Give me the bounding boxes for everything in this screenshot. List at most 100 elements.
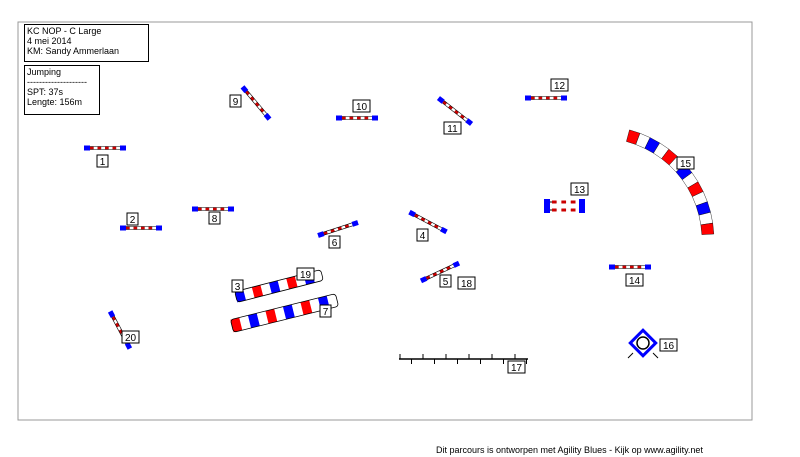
hurdle-12-stripe (538, 96, 543, 100)
hurdle-8-wing (228, 206, 234, 212)
number-box (439, 274, 452, 288)
hurdle-9-stripe (262, 110, 267, 116)
number-label-7: 7 (319, 304, 332, 318)
number-label-18: 18 (457, 276, 476, 290)
double-hurdle-13-stripe (570, 200, 576, 204)
tire-16-frame (628, 328, 658, 358)
number-box (121, 330, 140, 344)
hurdle-9-edge (244, 92, 265, 116)
hurdle-12-stripe (542, 96, 546, 100)
hurdle-14-stripe (641, 265, 645, 269)
number-label-3: 3 (231, 279, 244, 293)
hurdle-4-stripe (423, 218, 429, 224)
number-text: 8 (212, 214, 218, 225)
number-text: 9 (233, 97, 239, 108)
hurdle-4-stripe (417, 215, 423, 220)
hurdle-10-stripe (357, 116, 361, 120)
number-text: 2 (130, 215, 136, 226)
hurdle-1-stripe (116, 146, 120, 150)
hurdle-12-stripe (553, 96, 558, 100)
hurdle-9-stripe (252, 99, 258, 104)
hurdle-2 (120, 225, 162, 231)
hurdle-2-wing (156, 225, 162, 231)
hurdle-9-stripe (250, 96, 255, 102)
number-box (659, 338, 678, 352)
hurdle-10-stripe (360, 116, 365, 120)
class-name: Jumping (27, 67, 62, 77)
info-box: Jumping -------------------- SPT: 37s Le… (24, 65, 100, 115)
number-label-5: 5 (439, 274, 452, 288)
tunnel-3-19-segment (243, 287, 255, 301)
double-hurdle-13-wing (544, 199, 550, 213)
hurdle-1-stripe (93, 146, 98, 150)
number-box (231, 279, 244, 293)
hurdle-20-stripe (111, 316, 117, 321)
number-box (208, 211, 221, 225)
hurdle-4-stripe (427, 220, 433, 226)
hurdle-2-stripe (148, 226, 153, 230)
number-text: 18 (461, 279, 473, 290)
double-hurdle-13-stripe (561, 200, 567, 204)
hurdle-9-stripe (257, 104, 262, 110)
tunnel-7-segment (265, 308, 278, 324)
tunnel-7-outline (230, 293, 339, 333)
hurdle-9 (240, 85, 272, 121)
double-hurdle-13-stripe (566, 200, 571, 204)
tunnel-7-body (230, 293, 339, 333)
hurdle-20-wing (124, 342, 133, 350)
hurdle-8 (192, 206, 234, 212)
number-label-6: 6 (328, 235, 341, 249)
hurdle-1 (84, 145, 126, 151)
hurdle-1-stripe (105, 146, 109, 150)
hurdle-11-stripe (445, 102, 451, 108)
tire-16-leg (627, 352, 634, 359)
hurdle-11-stripe (462, 116, 468, 122)
number-text: 3 (235, 282, 241, 293)
number-label-17: 17 (507, 360, 526, 374)
hurdle-20-stripe (116, 325, 122, 331)
tunnel-7-segment (300, 300, 313, 315)
hurdle-8-stripe (201, 207, 206, 211)
tunnel-7 (230, 293, 339, 333)
double-hurdle-13-stripe (556, 208, 562, 212)
hurdle-14-stripe (626, 265, 630, 269)
double-hurdle-13-stripe (552, 208, 557, 212)
number-text: 20 (125, 333, 137, 344)
hurdle-14-stripe (618, 265, 623, 269)
hurdle-10-stripe (349, 116, 354, 120)
hurdle-8-stripe (205, 207, 210, 211)
number-box (625, 273, 644, 287)
tunnel-7-segment (274, 306, 287, 322)
tunnel-7-segment (256, 310, 269, 326)
hurdle-10-stripe (342, 116, 346, 120)
double-hurdle-13-stripe (552, 200, 557, 204)
hurdle-9-stripe (245, 90, 250, 96)
spt-value: SPT: 37s (27, 87, 64, 97)
hurdle-5-wing (419, 276, 428, 284)
hurdle-11-edge (442, 102, 467, 122)
number-text: 14 (629, 276, 641, 287)
hurdle-8-stripe (224, 207, 228, 211)
hurdle-4-edge (413, 216, 441, 231)
curved-tunnel-15-segment (700, 222, 715, 235)
hurdle-11-stripe (448, 105, 453, 110)
tunnel-7-segment (230, 317, 243, 333)
hurdle-12-stripe (534, 96, 539, 100)
hurdle-12-stripe (546, 96, 550, 100)
number-text: 10 (356, 102, 368, 113)
number-box (352, 99, 371, 113)
hurdle-2-stripe (133, 226, 138, 230)
number-text: 7 (323, 307, 329, 318)
hurdle-2-wing (120, 225, 126, 231)
double-hurdle-13-stripe (556, 200, 562, 204)
number-label-12: 12 (550, 78, 569, 92)
course-date: 4 mei 2014 (27, 36, 72, 46)
hurdle-12-wing (561, 95, 567, 101)
hurdle-12-stripe (549, 96, 554, 100)
hurdle-8-stripe (216, 207, 221, 211)
number-label-4: 4 (416, 228, 429, 242)
hurdle-9-stripe (259, 107, 265, 113)
hurdle-14-stripe (637, 265, 642, 269)
double-hurdle-13-stripe (566, 208, 571, 212)
double-hurdle-13-stripe (575, 208, 581, 212)
